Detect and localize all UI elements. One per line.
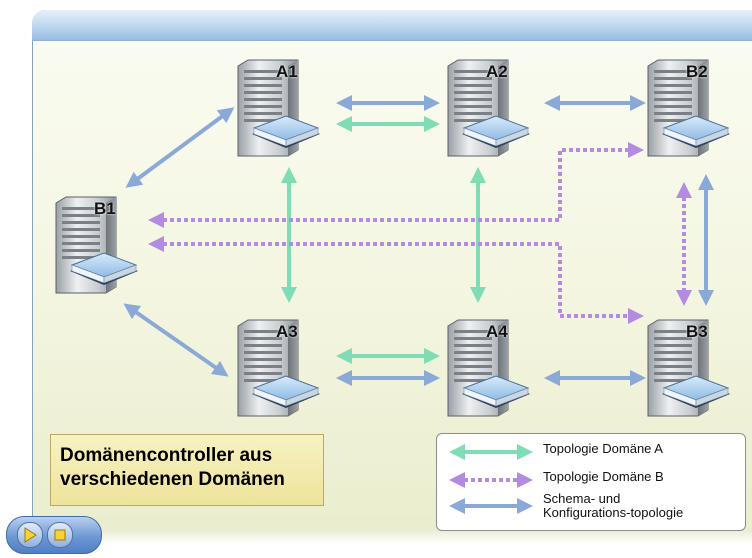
server-b2-label: B2 xyxy=(686,62,708,81)
server-a1-label: A1 xyxy=(276,62,298,81)
legend-swatches xyxy=(449,444,533,514)
server-b1-label: B1 xyxy=(94,199,116,218)
connection-b1-a3-schema xyxy=(123,303,229,377)
title-bar xyxy=(32,10,752,41)
server-a4-label: A4 xyxy=(486,322,508,341)
stop-icon xyxy=(54,529,66,541)
caption-text: Domänencontroller aus verschiedenen Domä… xyxy=(60,444,320,492)
legend-label-schema-1: Schema- und xyxy=(543,491,621,506)
legend-label-schema-2: Konfigurations-topologie xyxy=(543,505,684,520)
connection-b1-b2-domain-b xyxy=(148,142,644,228)
play-button[interactable] xyxy=(17,522,43,548)
stop-button[interactable] xyxy=(47,522,73,548)
caption-line-2: verschiedenen Domänen xyxy=(60,469,285,490)
legend-label-domain-b: Topologie Domäne B xyxy=(543,469,664,484)
bottom-strip xyxy=(100,530,752,544)
play-icon xyxy=(24,527,37,543)
server-a2-label: A2 xyxy=(486,62,508,81)
connection-a1-b1-schema xyxy=(125,107,235,188)
caption-box: Domänencontroller aus verschiedenen Domä… xyxy=(50,434,324,506)
connection-b1-b3-domain-b xyxy=(148,236,644,324)
navigation-control xyxy=(6,516,102,554)
caption-line-1: Domänencontroller aus xyxy=(60,445,273,466)
server-b3-label: B3 xyxy=(686,322,708,341)
legend-label-domain-a: Topologie Domäne A xyxy=(543,441,663,456)
legend: Topologie Domäne A Topologie Domäne B Sc… xyxy=(436,433,746,531)
server-a3-label: A3 xyxy=(276,322,298,341)
